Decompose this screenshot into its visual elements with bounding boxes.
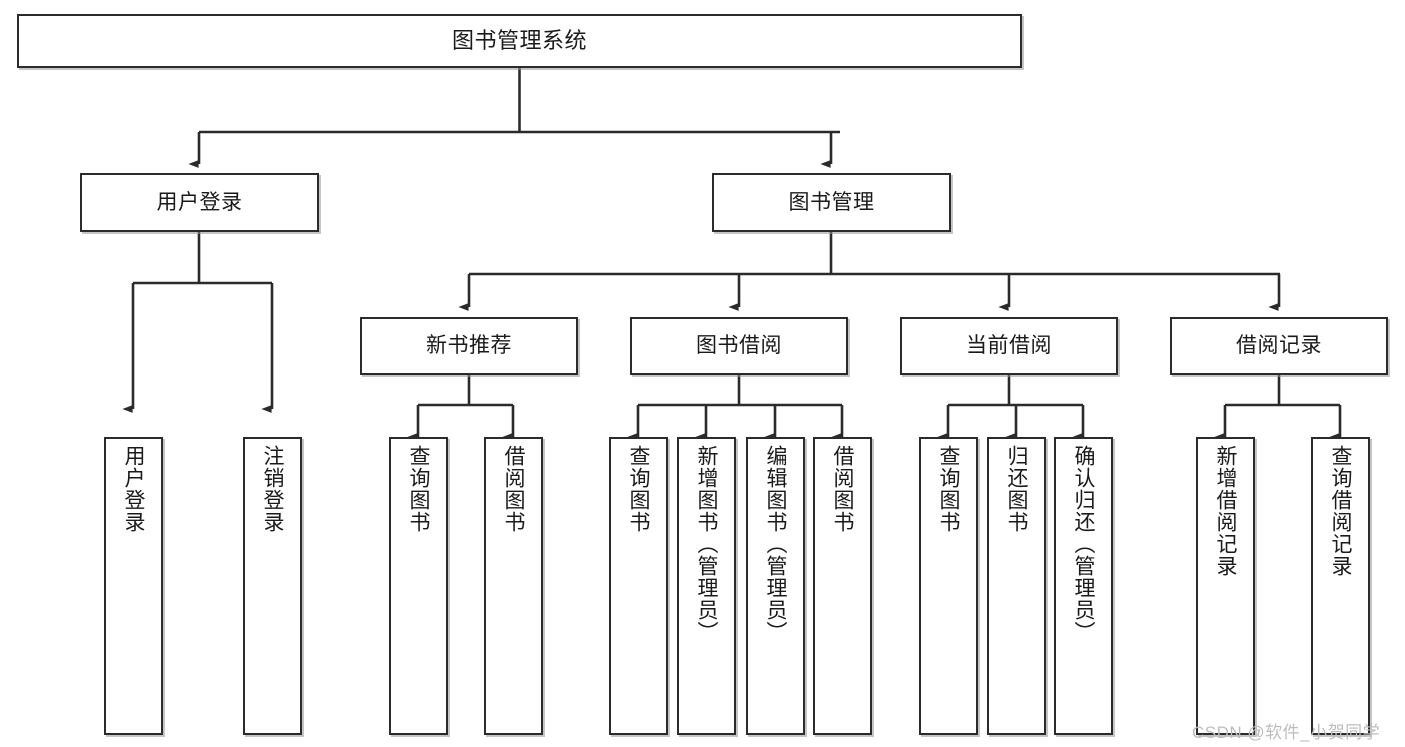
leaf-label: 归还图书 [1005,445,1028,533]
leaf-current-return[interactable]: 归还图书 [987,437,1046,735]
leaf-label: 新增图书（管理员） [695,445,718,643]
leaf-label: 查询借阅记录 [1329,445,1352,577]
leaf-label: 注销登录 [261,445,284,533]
leaf-borrow-query[interactable]: 查询图书 [609,437,668,735]
leaf-user-login-signin[interactable]: 用户登录 [104,437,163,735]
leaf-label: 查询图书 [937,445,960,533]
leaf-borrow-edit-book[interactable]: 编辑图书（管理员） [746,437,805,735]
node-user-login[interactable]: 用户登录 [80,173,319,232]
leaf-label: 查询图书 [407,445,430,533]
leaf-borrow-borrow-book[interactable]: 借阅图书 [813,437,872,735]
node-book-borrow[interactable]: 图书借阅 [630,317,848,375]
node-book-management[interactable]: 图书管理 [712,173,951,232]
leaf-user-login-signout[interactable]: 注销登录 [243,437,302,735]
csdn-watermark: CSDN @软件_小贺同学 [1192,723,1381,742]
leaf-label: 借阅图书 [502,445,525,533]
leaf-label: 查询图书 [627,445,650,533]
leaf-label: 新增借阅记录 [1214,445,1237,577]
leaf-label: 用户登录 [122,445,145,533]
leaf-new-book-query[interactable]: 查询图书 [389,437,448,735]
node-book-borrow-label: 图书借阅 [696,334,782,358]
node-book-management-label: 图书管理 [788,190,875,214]
node-user-login-label: 用户登录 [156,190,243,214]
leaf-new-book-borrow[interactable]: 借阅图书 [484,437,543,735]
node-current-borrow[interactable]: 当前借阅 [900,317,1118,375]
leaf-record-query[interactable]: 查询借阅记录 [1311,437,1370,735]
node-current-borrow-label: 当前借阅 [966,334,1052,358]
node-root[interactable]: 图书管理系统 [17,14,1022,68]
leaf-current-confirm-return[interactable]: 确认归还（管理员） [1054,437,1113,735]
leaf-label: 确认归还（管理员） [1072,445,1095,643]
node-new-book-recommend[interactable]: 新书推荐 [360,317,578,375]
node-borrow-record-label: 借阅记录 [1236,334,1322,358]
node-root-label: 图书管理系统 [451,27,587,53]
node-borrow-record[interactable]: 借阅记录 [1170,317,1388,375]
node-new-book-recommend-label: 新书推荐 [426,334,512,358]
leaf-label: 编辑图书（管理员） [764,445,787,643]
leaf-current-query[interactable]: 查询图书 [919,437,978,735]
leaf-borrow-add-book[interactable]: 新增图书（管理员） [677,437,736,735]
leaf-record-add[interactable]: 新增借阅记录 [1196,437,1255,735]
leaf-label: 借阅图书 [831,445,854,533]
